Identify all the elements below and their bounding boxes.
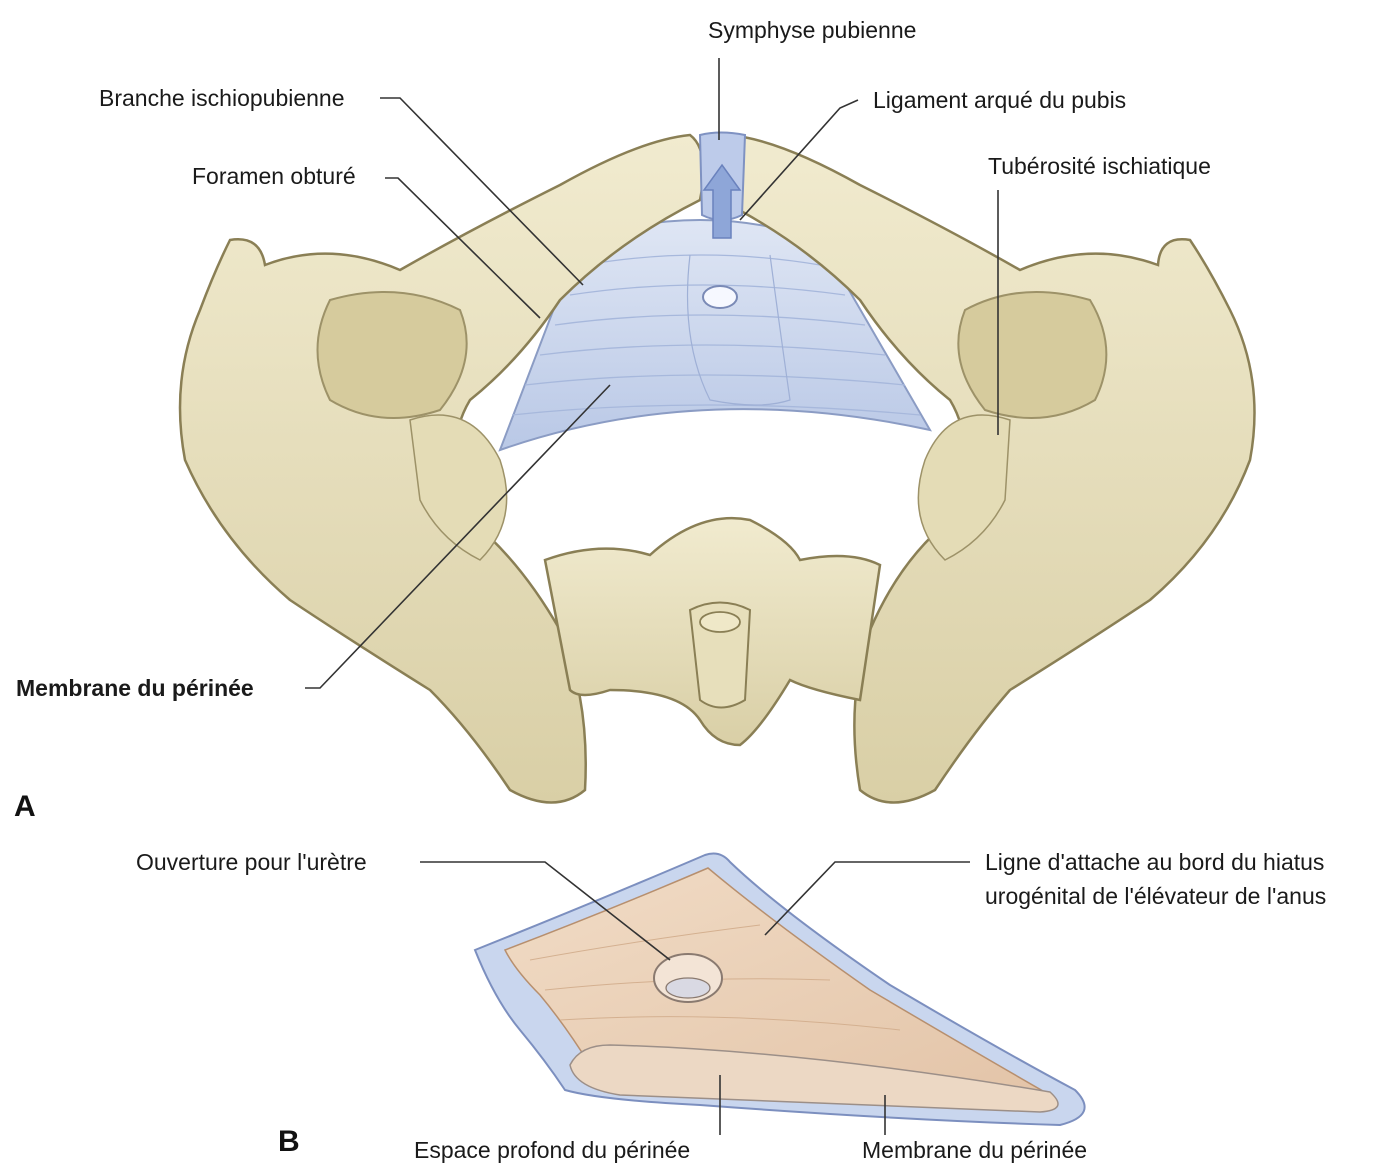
label-ligament-arque: Ligament arqué du pubis [873, 86, 1126, 115]
label-symphyse-pubienne: Symphyse pubienne [708, 16, 916, 45]
label-ouverture-uretre: Ouverture pour l'urètre [136, 848, 367, 877]
label-tuberosite-ischiatique: Tubérosité ischiatique [988, 152, 1211, 181]
label-foramen-obture: Foramen obturé [192, 162, 356, 191]
urethra-opening-a [703, 286, 737, 308]
label-ligne-attache-2: urogénital de l'élévateur de l'anus [985, 882, 1326, 911]
label-ligne-attache-1: Ligne d'attache au bord du hiatus [985, 848, 1324, 877]
label-espace-profond: Espace profond du périnée [414, 1136, 690, 1165]
pelvis-illustration [180, 133, 1255, 803]
label-membrane-perinee-a: Membrane du périnée [16, 674, 254, 703]
panel-label-b: B [278, 1125, 300, 1159]
label-membrane-perinee-b: Membrane du périnée [862, 1136, 1087, 1165]
panel-label-a: A [14, 790, 36, 824]
label-branche-ischiopubienne: Branche ischiopubienne [99, 84, 345, 113]
